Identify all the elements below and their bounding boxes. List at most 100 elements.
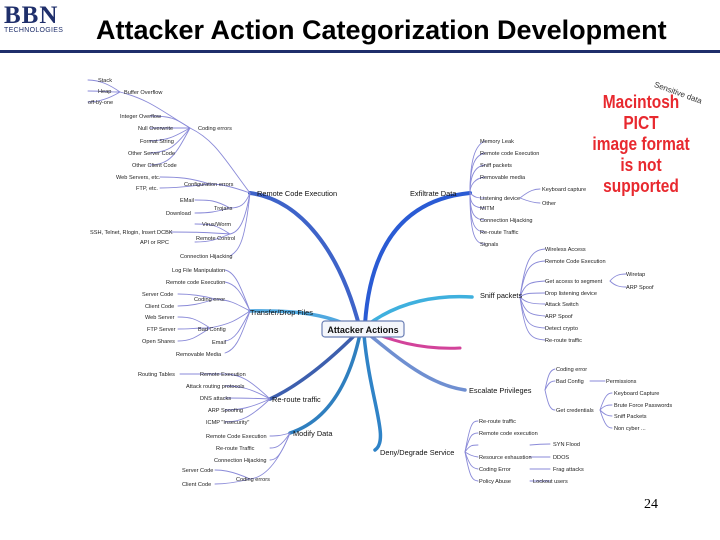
leaf-keyboard-capture-p: Keyboard Capture xyxy=(614,391,659,397)
leaf-client-code-m: Client Code xyxy=(182,482,211,488)
leaf-mitm: MITM xyxy=(480,206,495,212)
leaf-detect-crypto: Detect crypto xyxy=(545,326,578,332)
leaf-off-by-one: off-by-one xyxy=(88,100,113,106)
branch-remote-code-execution: Remote Code Execution xyxy=(257,189,337,198)
exfil-leaves: Memory Leak Remote code Execution Sniff … xyxy=(480,139,586,248)
notice-line-3: is not supported xyxy=(603,155,679,196)
leaf-drop-listening-device: Drop listening device xyxy=(545,291,597,297)
leaf-bad-config-t: Bad Config xyxy=(198,327,226,333)
logo-mark: BBN xyxy=(4,2,59,29)
leaf-coding-errors: Coding errors xyxy=(198,126,232,132)
leaf-signals: Signals xyxy=(480,242,499,248)
leaf-connection-hijacking-m: Connection Hijacking xyxy=(214,458,267,464)
leaf-remote-code-execution-e: Remote code Execution xyxy=(480,151,539,157)
leaf-trojans: Trojans xyxy=(214,206,233,212)
leaf-wireless-access: Wireless Access xyxy=(545,247,586,253)
leaf-ssh-telnet: SSH, Telnet, Rlogin, Insert DCBK xyxy=(90,230,173,236)
leaf-reroute-traffic-e: Re-route Traffic xyxy=(480,230,519,236)
center-node-box xyxy=(321,320,405,338)
leaf-syn-flood: SYN Flood xyxy=(553,442,580,448)
leaf-lockout-users: Lockout users xyxy=(533,479,568,485)
leaf-permissions: Permissions xyxy=(606,379,637,385)
mind-map-links xyxy=(87,79,627,485)
leaf-heap: Heap xyxy=(98,89,111,95)
leaf-configuration-errors: Configuration errors xyxy=(184,182,234,188)
leaf-sniff-packets-e: Sniff packets xyxy=(480,163,512,169)
leaf-remote-code-execution-d: Remote code execution xyxy=(479,431,538,437)
leaf-reroute-traffic-d: Re-route traffic xyxy=(479,419,516,425)
leaf-remote-code-execution-t: Remote code Execution xyxy=(166,280,225,286)
leaf-stack: Stack xyxy=(98,78,112,84)
leaf-remote-code-execution-s: Remote Code Execution xyxy=(545,259,606,265)
leaf-ddos: DDOS xyxy=(553,455,569,461)
leaf-arp-spoof-a: ARP Spoof xyxy=(626,285,654,291)
leaf-connection-hijacking: Connection Hijacking xyxy=(180,254,233,260)
leaf-get-access-to-segment: Get access to segment xyxy=(545,279,603,285)
leaf-email-t: Email xyxy=(212,340,226,346)
notice-line-2: image format xyxy=(592,134,690,154)
leaf-get-credentials: Get credentials xyxy=(556,408,594,414)
leaf-coding-errors-m: Coding errors xyxy=(236,477,270,483)
leaf-arp-spoof-b: ARP Spoof xyxy=(545,314,573,320)
page-number: 24 xyxy=(644,497,658,512)
leaf-format-string: Format String xyxy=(140,139,174,145)
leaf-connection-hijacking-e: Connection Hijacking xyxy=(480,218,533,224)
leaf-other-server-code: Other Server Code xyxy=(128,151,175,157)
deny-leaves: Re-route traffic Remote code execution S… xyxy=(479,419,584,485)
leaf-frag-attacks: Frag attacks xyxy=(553,467,584,473)
leaf-icmp-insecurity: ICMP "Insecurity" xyxy=(206,420,249,426)
leaf-download: Download xyxy=(166,211,191,217)
leaf-api-rpc: API or RPC xyxy=(140,240,169,246)
branch-exfiltrate-data: Exfiltrate Data xyxy=(410,189,457,198)
transfer-leaves: Log File Manipulation Remote code Execut… xyxy=(142,268,226,358)
leaf-brute-force-passwords: Brute Force Passwords xyxy=(614,403,672,409)
leaf-removable-media-t: Removable Media xyxy=(176,352,222,358)
sniff-leaves: Wireless Access Remote Code Execution Ge… xyxy=(545,247,654,344)
logo-subtitle: TECHNOLOGIES xyxy=(4,27,64,34)
leaf-dns-attacks: DNS attacks xyxy=(200,396,231,402)
escalate-leaves: Coding error Bad Config Permissions Get … xyxy=(556,367,672,432)
reroute-leaves: Routing Tables Remote Execution Attack r… xyxy=(138,372,249,426)
leaf-web-server: Web Server xyxy=(145,315,175,321)
branch-deny-degrade-service: Deny/Degrade Service xyxy=(380,448,454,457)
leaf-remote-control: Remote Control xyxy=(196,236,235,242)
center-node-label: Attacker Actions xyxy=(327,325,398,335)
slide-title: Attacker Action Categorization Developme… xyxy=(96,15,667,45)
leaf-integer-overflow: Integer Overflow xyxy=(120,114,162,120)
leaf-reroute-traffic-s: Re-route traffic xyxy=(545,338,582,344)
leaf-remote-code-execution-m: Remote Code Execution xyxy=(206,434,267,440)
leaf-routing-tables: Routing Tables xyxy=(138,372,175,378)
branch-sniff-packets: Sniff packets xyxy=(480,291,522,300)
leaf-buffer-overflow: Buffer Overflow xyxy=(124,90,163,96)
rce-leaves: Stack Heap off-by-one Buffer Overflow In… xyxy=(88,78,235,260)
leaf-resource-exhaustion: Resource exhaustion xyxy=(479,455,532,461)
leaf-ftp-server: FTP Server xyxy=(147,327,176,333)
leaf-server-code-m: Server Code xyxy=(182,468,213,474)
branch-transfer-drop-files: Transfer/Drop Files xyxy=(250,308,313,317)
leaf-client-code: Client Code xyxy=(145,304,174,310)
branch-escalate-privileges: Escalate Privileges xyxy=(469,386,532,395)
modify-leaves: Remote Code Execution Re-route Traffic C… xyxy=(182,434,270,488)
bbn-logo: BBN TECHNOLOGIES xyxy=(0,2,72,42)
leaf-null-overwrite: Null Overwrite xyxy=(138,126,173,132)
unsupported-image-notice: Macintosh PICT image format is not suppo… xyxy=(585,92,697,197)
mind-map: Attacker Actions Remote Code Execution T… xyxy=(87,78,672,488)
leaf-virus-worm: Virus/Worm xyxy=(202,222,231,228)
leaf-non-cyber: Non cyber ... xyxy=(614,426,646,432)
leaf-attack-switch: Attack Switch xyxy=(545,302,579,308)
leaf-coding-error-d: Coding Error xyxy=(479,467,511,473)
leaf-coding-error-p: Coding error xyxy=(556,367,587,373)
leaf-ftp: FTP, etc. xyxy=(136,186,158,192)
leaf-sniff-packets-p: Sniff Packets xyxy=(614,414,647,420)
leaf-keyboard-capture: Keyboard capture xyxy=(542,187,586,193)
leaf-email: EMail xyxy=(180,198,194,204)
branch-modify-data: Modify Data xyxy=(293,429,333,438)
leaf-policy-abuse: Policy Abuse xyxy=(479,479,511,485)
leaf-remote-execution: Remote Execution xyxy=(200,372,246,378)
leaf-other: Other xyxy=(542,201,556,207)
leaf-bad-config-p: Bad Config xyxy=(556,379,584,385)
branch-reroute-traffic: Re-route traffic xyxy=(272,395,321,404)
leaf-listening-device: Listening device xyxy=(480,196,520,202)
title-divider xyxy=(0,50,720,53)
